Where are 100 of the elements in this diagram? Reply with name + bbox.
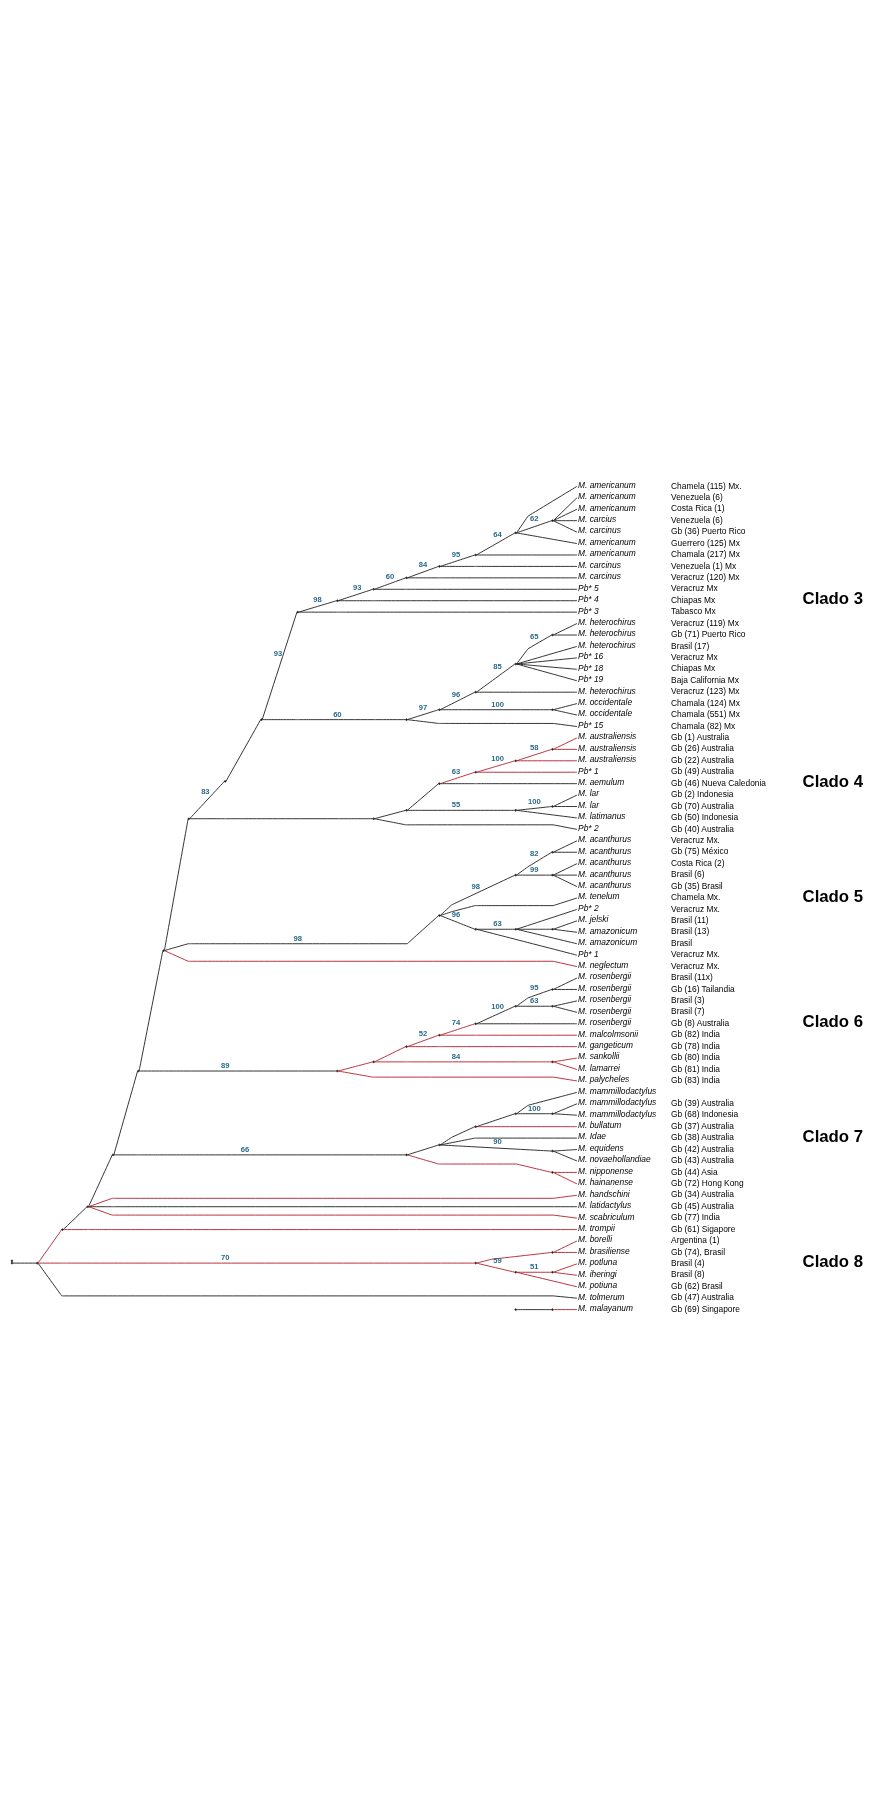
node-point (111, 1153, 115, 1157)
node-point (474, 771, 477, 774)
node-text: M. novaehollandiae Gb (43) Australia (578, 1154, 734, 1166)
connector (516, 1271, 553, 1273)
edge-label: 100 (491, 699, 504, 709)
connector (88, 1194, 578, 1208)
node-text: Pb* 2 Gb (40) Australia (578, 822, 734, 834)
connector (476, 771, 578, 773)
connector (516, 928, 578, 945)
connector (189, 781, 225, 820)
edge-label: 93 (273, 649, 283, 659)
connector (552, 1172, 578, 1185)
node-point (551, 988, 554, 991)
node-point (551, 805, 554, 808)
node-text: M. heterochirus Veracruz (123) Mx (578, 685, 740, 697)
node-text: M. malayanum Gb (69) Singapore (578, 1302, 740, 1314)
node-point (405, 1153, 408, 1157)
node-text: M. americanum Chamela (115) Mx. (578, 479, 742, 491)
node-text: M. heterochirus Veracruz (119) Mx (578, 616, 739, 628)
connector (552, 989, 578, 990)
edge-label: 58 (529, 743, 539, 753)
connector (552, 1171, 578, 1173)
node-text: M. acanthurus Gb (35) Brasil (578, 879, 723, 891)
connector (552, 806, 578, 807)
node-point (61, 1228, 64, 1231)
node-text: M. tenelum Chamela Mx. (578, 891, 721, 903)
node-point (551, 748, 554, 751)
connector (552, 1005, 578, 1013)
node-text: M. nipponense Gb (44) Asia (578, 1165, 718, 1177)
connector (552, 520, 578, 533)
edge-label: 82 (529, 849, 539, 859)
connector (439, 691, 476, 711)
node-text: Pb* 1 Gb (49) Australia (578, 765, 734, 777)
edge-label: 96 (451, 689, 461, 699)
connector (261, 719, 407, 721)
node-point (336, 599, 339, 602)
node-point (474, 1261, 477, 1265)
edge-label: 100 (528, 1103, 541, 1113)
node-text: M. trompii Gb (61) Sigapore (578, 1222, 736, 1234)
node-point (405, 1045, 408, 1048)
edge-label: 60 (385, 571, 395, 581)
node-text: Pb* 16 Veracruz Mx (578, 651, 718, 663)
node-point (551, 708, 554, 711)
edge-label: 65 (529, 631, 539, 641)
connector (552, 1252, 578, 1253)
edge-label: 70 (220, 1253, 230, 1263)
node-point (438, 1034, 441, 1037)
node-text: M. gangeticum Gb (78) India (578, 1040, 720, 1051)
edge-label: 89 (220, 1060, 230, 1070)
node-point (162, 949, 165, 952)
edge-label: 100 (528, 797, 541, 807)
node-point (372, 588, 375, 591)
node-point (438, 565, 441, 568)
connector (552, 508, 578, 522)
node-text: M. potiuna Gb (62) Brasil (578, 1280, 723, 1291)
node-point (336, 1069, 339, 1073)
connector (516, 760, 578, 762)
node-text: M. scabriculum Gb (77) India (578, 1211, 720, 1223)
node-point (551, 873, 554, 877)
node-text: M. occidentale Chamala (551) Mx (578, 708, 740, 720)
node-point (514, 1005, 517, 1008)
connector (516, 520, 553, 534)
node-text: M. tolmerum Gb (47) Australia (578, 1291, 734, 1303)
node-text: Pb* 3 Tabasco Mx (578, 605, 716, 617)
connector (552, 703, 578, 711)
edge-label: 83 (201, 787, 210, 797)
node-text: M. Idae Gb (38) Australia (578, 1131, 734, 1143)
node-text: M. lamarrei Gb (81) India (578, 1062, 720, 1074)
connector (189, 818, 374, 820)
connector (298, 611, 578, 613)
edge-label: 63 (529, 996, 539, 1006)
node-point (474, 1125, 477, 1128)
node-text: M. carcinus Venezuela (1) Mx (578, 559, 737, 571)
node-text: Pb* 19 Baja California Mx (578, 674, 740, 685)
node-point (514, 1112, 517, 1115)
edge-label: 64 (493, 529, 502, 539)
connector (476, 691, 578, 693)
node-text: M. australiensis Gb (26) Australia (578, 742, 734, 754)
node-text: M. americanum Costa Rica (1) (578, 502, 725, 514)
node-text: M. amazonicum Brasil (578, 937, 693, 948)
edge-label: 55 (451, 800, 461, 810)
connector (439, 1034, 578, 1036)
edge-label: 51 (529, 1262, 539, 1272)
node-point (474, 1022, 477, 1025)
connector (406, 1034, 439, 1048)
node-text: M. americanum Guerrero (125) Mx (578, 536, 740, 548)
label: Clado 3 (802, 589, 864, 609)
node-text: M. sankollii Gb (80) India (578, 1051, 720, 1063)
edge-label: 96 (451, 910, 461, 920)
connector (516, 1113, 553, 1115)
node-text: M. palycheles Gb (83) India (578, 1074, 720, 1086)
node-point (137, 1069, 140, 1073)
node-point (551, 1308, 554, 1311)
edge-label: 100 (491, 1001, 504, 1011)
edge-label: 97 (418, 702, 428, 712)
edge-label: 85 (493, 662, 502, 672)
connector (516, 646, 578, 665)
connector (552, 977, 578, 990)
connector (516, 928, 553, 930)
node-text: M. americanum Venezuela (6) (578, 491, 723, 502)
